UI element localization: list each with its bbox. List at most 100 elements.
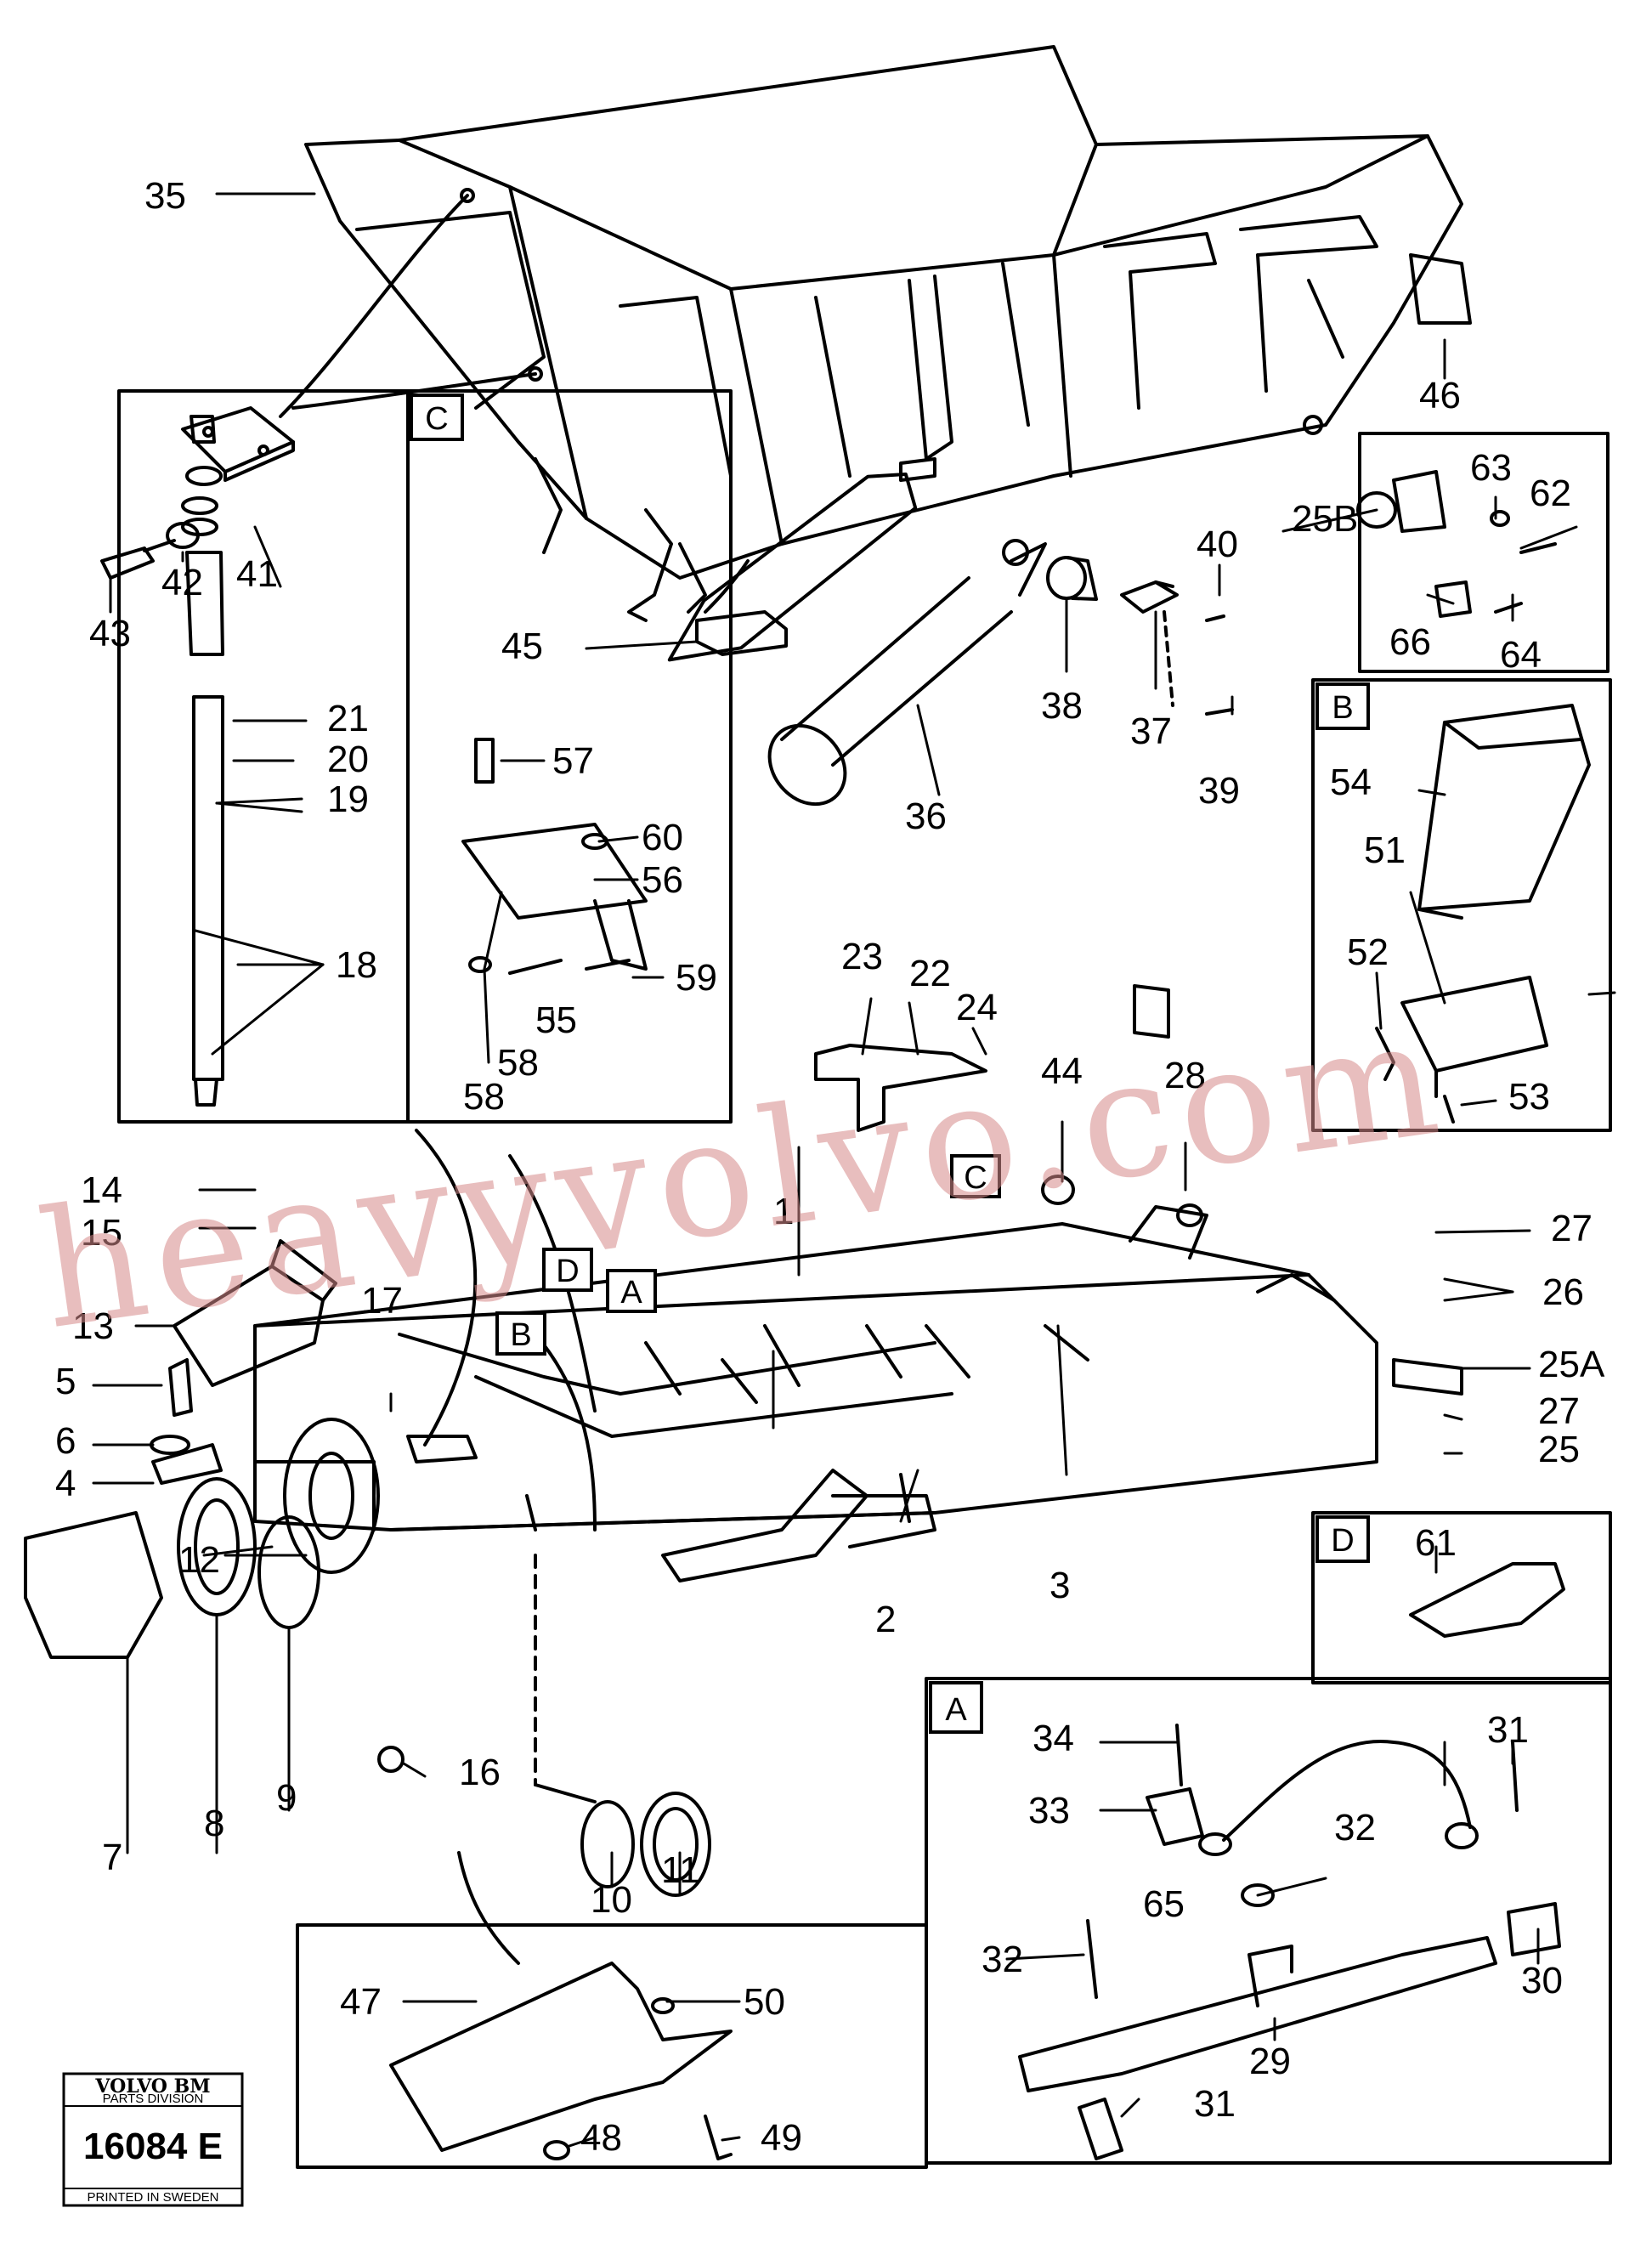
stamp-brand: VOLVO BM	[94, 2075, 210, 2098]
part-label: 44	[1041, 1050, 1083, 1092]
part-label: 49	[761, 2117, 802, 2159]
detail-tag-d: D	[1315, 1515, 1370, 1563]
part-label: 16	[459, 1752, 501, 1793]
part-label: 57	[552, 740, 594, 782]
part-label: 56	[642, 859, 683, 901]
hydraulic-cylinder-drawing	[667, 473, 1047, 807]
frame-tag-a: A	[606, 1269, 657, 1313]
detail-tag-b-label: B	[1332, 690, 1353, 726]
part-label: 10	[591, 1879, 632, 1921]
part-labels: 1 2 3 4 5 6 7 8 9 10 11 12 13 14 15 16 1…	[55, 175, 1605, 2159]
part-label: 47	[340, 1981, 382, 2023]
detail-tag-b: B	[1315, 682, 1370, 730]
frame-tag-d: D	[542, 1248, 593, 1292]
frame-tag-b: B	[495, 1311, 546, 1356]
part-label: 38	[1041, 685, 1083, 727]
frame-tag-d-label: D	[556, 1254, 579, 1289]
part-label: 19	[327, 778, 369, 820]
part-label: 58	[497, 1042, 539, 1084]
detail-tag-a-label: A	[945, 1692, 967, 1728]
part-label: 45	[501, 626, 543, 667]
part-label: 40	[1197, 524, 1238, 565]
part-label: 55	[535, 999, 577, 1041]
part-label: 63	[1470, 447, 1512, 489]
part-label: 6	[55, 1420, 76, 1462]
part-label: 25A	[1538, 1344, 1605, 1385]
part-label: 31	[1487, 1709, 1529, 1751]
part-label: 53	[1508, 1076, 1550, 1118]
frame-tag-b-label: B	[510, 1317, 531, 1353]
part-label: 26	[1542, 1271, 1584, 1313]
part-label: 31	[1194, 2083, 1236, 2125]
part-label: 43	[89, 613, 131, 654]
part-label: 41	[236, 553, 278, 595]
part-label: 4	[55, 1463, 76, 1504]
part-label: 27	[1551, 1208, 1593, 1249]
pin-bushing-drawing	[1046, 556, 1234, 716]
detail-tags: A B C D D A B C	[410, 393, 1370, 1734]
part-label: 7	[102, 1837, 122, 1878]
stamp-number: 16084 E	[83, 2126, 223, 2167]
part-label: 34	[1032, 1718, 1074, 1759]
part-label: 25	[1538, 1429, 1580, 1470]
part-label: 28	[1164, 1055, 1206, 1096]
part-label: 52	[1347, 931, 1389, 973]
plate-assembly-drawing	[100, 406, 295, 580]
cover-drawing	[150, 984, 1170, 1485]
detail-box-25b	[1358, 432, 1610, 673]
stamp-division: PARTS DIVISION	[103, 2092, 204, 2106]
frame-tag-a-label: A	[620, 1275, 642, 1311]
part-label: 37	[1130, 711, 1172, 752]
part-label: 42	[161, 562, 203, 603]
detail-a-contents-drawing	[1018, 1724, 1561, 2160]
part-label: 9	[276, 1777, 297, 1819]
grease-line-drawing	[181, 415, 224, 1107]
part-label: 22	[909, 953, 951, 994]
part-label: 5	[55, 1361, 76, 1402]
part-label: 13	[72, 1305, 114, 1347]
part-label: 46	[1419, 375, 1461, 416]
part-label: 8	[204, 1803, 224, 1844]
part-label: 23	[841, 936, 883, 977]
part-label: 2	[875, 1599, 896, 1640]
volvo-stamp: VOLVO BM PARTS DIVISION 16084 E PRINTED …	[62, 2072, 244, 2207]
part-label: 33	[1028, 1790, 1070, 1832]
part-label: 62	[1530, 473, 1571, 514]
part-label: 39	[1198, 770, 1240, 812]
part-label: 51	[1364, 829, 1406, 871]
watermark-text: heavyvolvo.com	[29, 982, 1457, 1366]
part-label: 15	[81, 1212, 122, 1254]
detail-box-b	[1311, 678, 1612, 1132]
part-label: 58	[463, 1076, 505, 1118]
detail-tag-c-label: C	[425, 401, 448, 437]
detail-box-d	[1311, 1511, 1612, 1684]
part-label: 32	[1334, 1807, 1376, 1849]
detail-tag-a: A	[929, 1681, 983, 1734]
part-label: 20	[327, 739, 369, 780]
part-label: 65	[1143, 1883, 1185, 1925]
detail-tag-d-label: D	[1331, 1523, 1354, 1559]
part-label: 60	[642, 817, 683, 858]
stamp-footer: PRINTED IN SWEDEN	[87, 2190, 218, 2205]
part-label: 36	[905, 795, 947, 837]
part-label: 54	[1330, 761, 1372, 803]
detail-48-contents-drawing	[389, 1962, 733, 2160]
part-label: 48	[580, 2117, 622, 2159]
part-label: 32	[982, 1939, 1023, 1980]
lever-drawing	[814, 1044, 987, 1132]
detail-box-48	[296, 1923, 928, 2169]
part-label: 18	[336, 944, 377, 986]
part-label: 59	[676, 957, 717, 999]
detail-box-a	[925, 1677, 1612, 2165]
part-label: 50	[744, 1981, 785, 2023]
part-label: 27	[1538, 1390, 1580, 1432]
part-label: 66	[1389, 621, 1431, 663]
part-label: 17	[361, 1280, 403, 1322]
frame-tag-c: C	[950, 1154, 1001, 1198]
part-label: 29	[1249, 2041, 1291, 2082]
part-label: 11	[661, 1849, 700, 1891]
part-label: 64	[1500, 634, 1542, 676]
detail-tag-c: C	[410, 393, 464, 441]
part-label: 12	[178, 1539, 220, 1581]
